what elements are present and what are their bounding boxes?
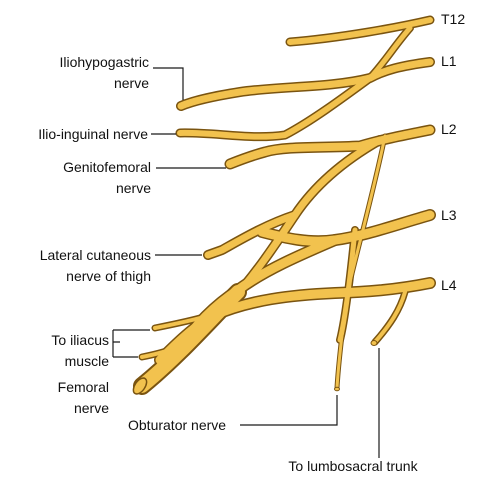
label-iliohypogastric-line2: nerve bbox=[114, 75, 149, 91]
label-l4: L4 bbox=[441, 277, 457, 293]
label-genitofemoral-line2: nerve bbox=[116, 180, 151, 196]
label-genitofemoral-line1: Genitofemoral bbox=[63, 159, 151, 175]
label-femoral-line1: Femoral bbox=[58, 379, 109, 395]
lateral-cutaneous-nerve-path bbox=[204, 211, 299, 259]
label-lateral-cutaneous-line1: Lateral cutaneous bbox=[40, 247, 151, 263]
label-t12: T12 bbox=[441, 11, 465, 27]
femoral-nerve-trunk bbox=[135, 285, 245, 393]
label-iliohypogastric-line1: Iliohypogastric bbox=[60, 54, 150, 70]
leader-lines bbox=[112, 67, 380, 458]
label-lateral-cutaneous-line2: nerve of thigh bbox=[66, 268, 151, 284]
genitofemoral-nerve-path bbox=[226, 126, 434, 168]
nerve-fills bbox=[135, 17, 435, 393]
iliacus-branch-upper bbox=[153, 316, 202, 330]
label-l2: L2 bbox=[441, 121, 457, 137]
label-l3: L3 bbox=[441, 207, 457, 223]
ilioinguinal-nerve-path bbox=[177, 75, 373, 140]
obturator-leader bbox=[240, 395, 338, 426]
label-obturator: Obturator nerve bbox=[128, 417, 226, 433]
label-femoral-line2: nerve bbox=[74, 400, 109, 416]
label-iliacus-line1: To iliacus bbox=[51, 332, 109, 348]
femoral-cut-end bbox=[132, 377, 148, 395]
label-lumbosacral: To lumbosacral trunk bbox=[288, 458, 418, 474]
labels: T12 L1 L2 L3 L4 Iliohypogastric nerve Il… bbox=[38, 11, 465, 474]
obturator-cut-end bbox=[334, 386, 340, 392]
iliohypogastric-leader bbox=[153, 67, 184, 100]
label-ilioinguinal: Ilio-inguinal nerve bbox=[38, 126, 148, 142]
nerve-cut-ends bbox=[132, 340, 378, 395]
iliacus-leader bbox=[112, 329, 150, 358]
lumbosacral-cut-end bbox=[370, 340, 378, 346]
label-l1: L1 bbox=[441, 53, 457, 69]
iliacus-branch-lower bbox=[140, 346, 177, 359]
t12-root bbox=[287, 17, 433, 45]
label-iliacus-line2: muscle bbox=[65, 353, 110, 369]
iliohypogastric-nerve-path bbox=[177, 58, 434, 110]
lumbosacral-trunk-path bbox=[373, 290, 407, 344]
obturator-nerve-path bbox=[335, 134, 387, 390]
